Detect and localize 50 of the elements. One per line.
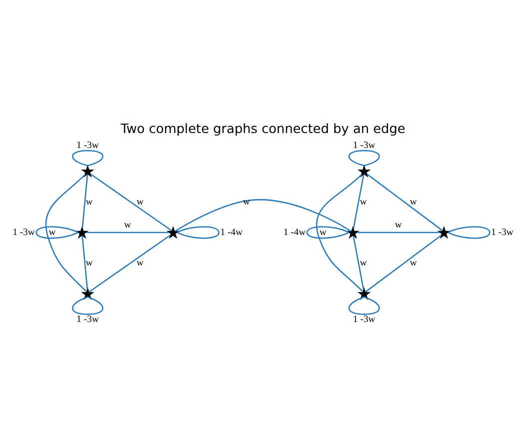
connector [365,234,442,292]
node-star [358,287,371,300]
edge-label: 1 -3w [353,314,376,326]
edge-label: 1 -4w [220,226,243,238]
edge-label: w [360,196,367,208]
edge-label: w [86,258,93,269]
connector [176,226,220,239]
edge-label: w [136,196,144,208]
node-star [437,226,451,239]
connector [306,226,350,239]
connector [348,296,380,315]
edge-label: w [410,196,417,208]
edge-label: 1 -3w [12,226,35,238]
edge-label: 1 -3w [491,226,514,238]
connector [36,226,78,239]
edge-label: w [48,226,56,238]
node-star [81,287,94,300]
connector [72,296,104,315]
connector [45,174,87,292]
edge-label: w [394,219,402,230]
connector [86,232,170,234]
edge-label: 1 -4w [283,226,306,238]
node-star [81,164,94,178]
node-star [346,226,360,239]
connector [352,236,364,290]
connector [72,150,104,166]
connector [348,150,380,166]
connector [90,173,172,232]
diagram-title: Two complete graphs connected by an edge [120,122,406,137]
connector [316,174,363,292]
connector [82,174,88,228]
edge-label: w [410,258,417,269]
node-star [358,164,371,178]
edge-label: w [124,219,132,230]
connector [82,235,88,290]
connector [174,199,352,232]
connector [356,232,440,234]
connector [352,174,364,229]
edge-label: 1 -3w [76,314,99,326]
node-star [166,226,180,239]
edge-label: 1 -3w [76,140,99,151]
connector [88,234,171,293]
connector [448,226,490,239]
edge-label: w [86,196,93,208]
edge-label: w [136,258,144,269]
node-star [75,226,89,239]
edge-label: 1 -3w [353,140,376,151]
connector [366,173,444,232]
edge-label: w [320,226,327,238]
edge-label: w [360,258,367,269]
